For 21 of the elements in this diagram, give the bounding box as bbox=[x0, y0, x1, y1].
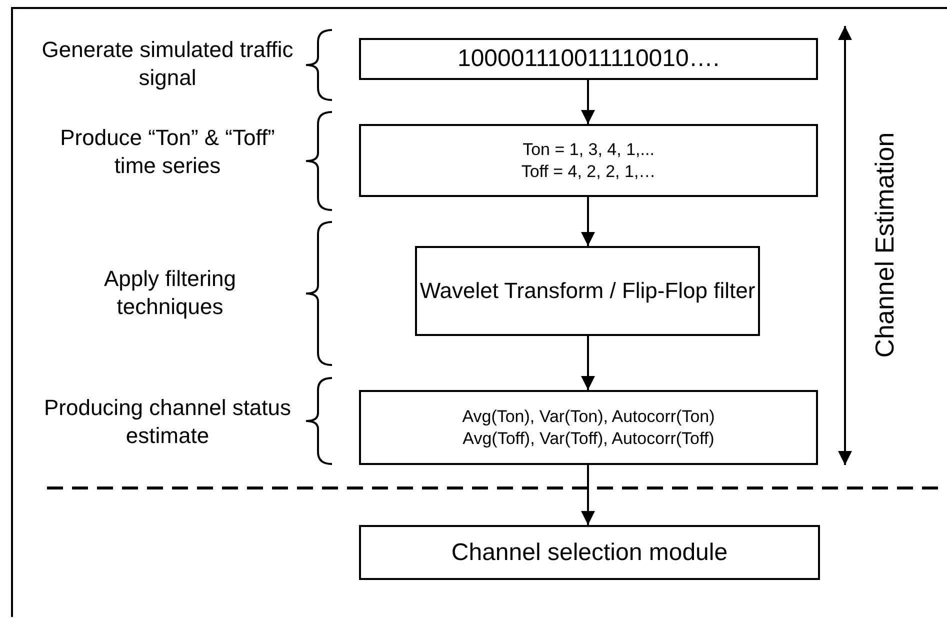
process-box bbox=[415, 246, 760, 336]
box-text: Channel selection module bbox=[451, 538, 728, 568]
box-text: Avg(Toff), Var(Toff), Autocorr(Toff) bbox=[462, 428, 714, 449]
process-box bbox=[359, 525, 820, 580]
box-text: Ton = 1, 3, 4, 1,... bbox=[522, 139, 654, 160]
step-label: Produce “Ton” & “Toff” time series bbox=[59, 124, 276, 179]
step-label: Producing channel status estimate bbox=[42, 394, 292, 449]
process-box bbox=[359, 124, 818, 197]
box-text: 100001110011110010…. bbox=[457, 44, 720, 74]
box-text: Avg(Ton), Var(Ton), Autocorr(Ton) bbox=[462, 406, 715, 428]
arrow bbox=[581, 465, 595, 525]
box-text: Toff = 4, 2, 2, 1,… bbox=[521, 160, 656, 182]
arrow bbox=[581, 336, 595, 390]
vertical-label: Channel Estimation bbox=[870, 132, 900, 358]
box-text: Wavelet Transform / Flip-Flop filter bbox=[420, 277, 756, 305]
step-label: Generate simulated traffic signal bbox=[40, 36, 294, 91]
arrow bbox=[581, 197, 595, 246]
process-box bbox=[359, 390, 818, 465]
process-box bbox=[359, 38, 818, 80]
step-label: Apply filtering techniques bbox=[102, 265, 238, 320]
arrow bbox=[581, 80, 595, 124]
